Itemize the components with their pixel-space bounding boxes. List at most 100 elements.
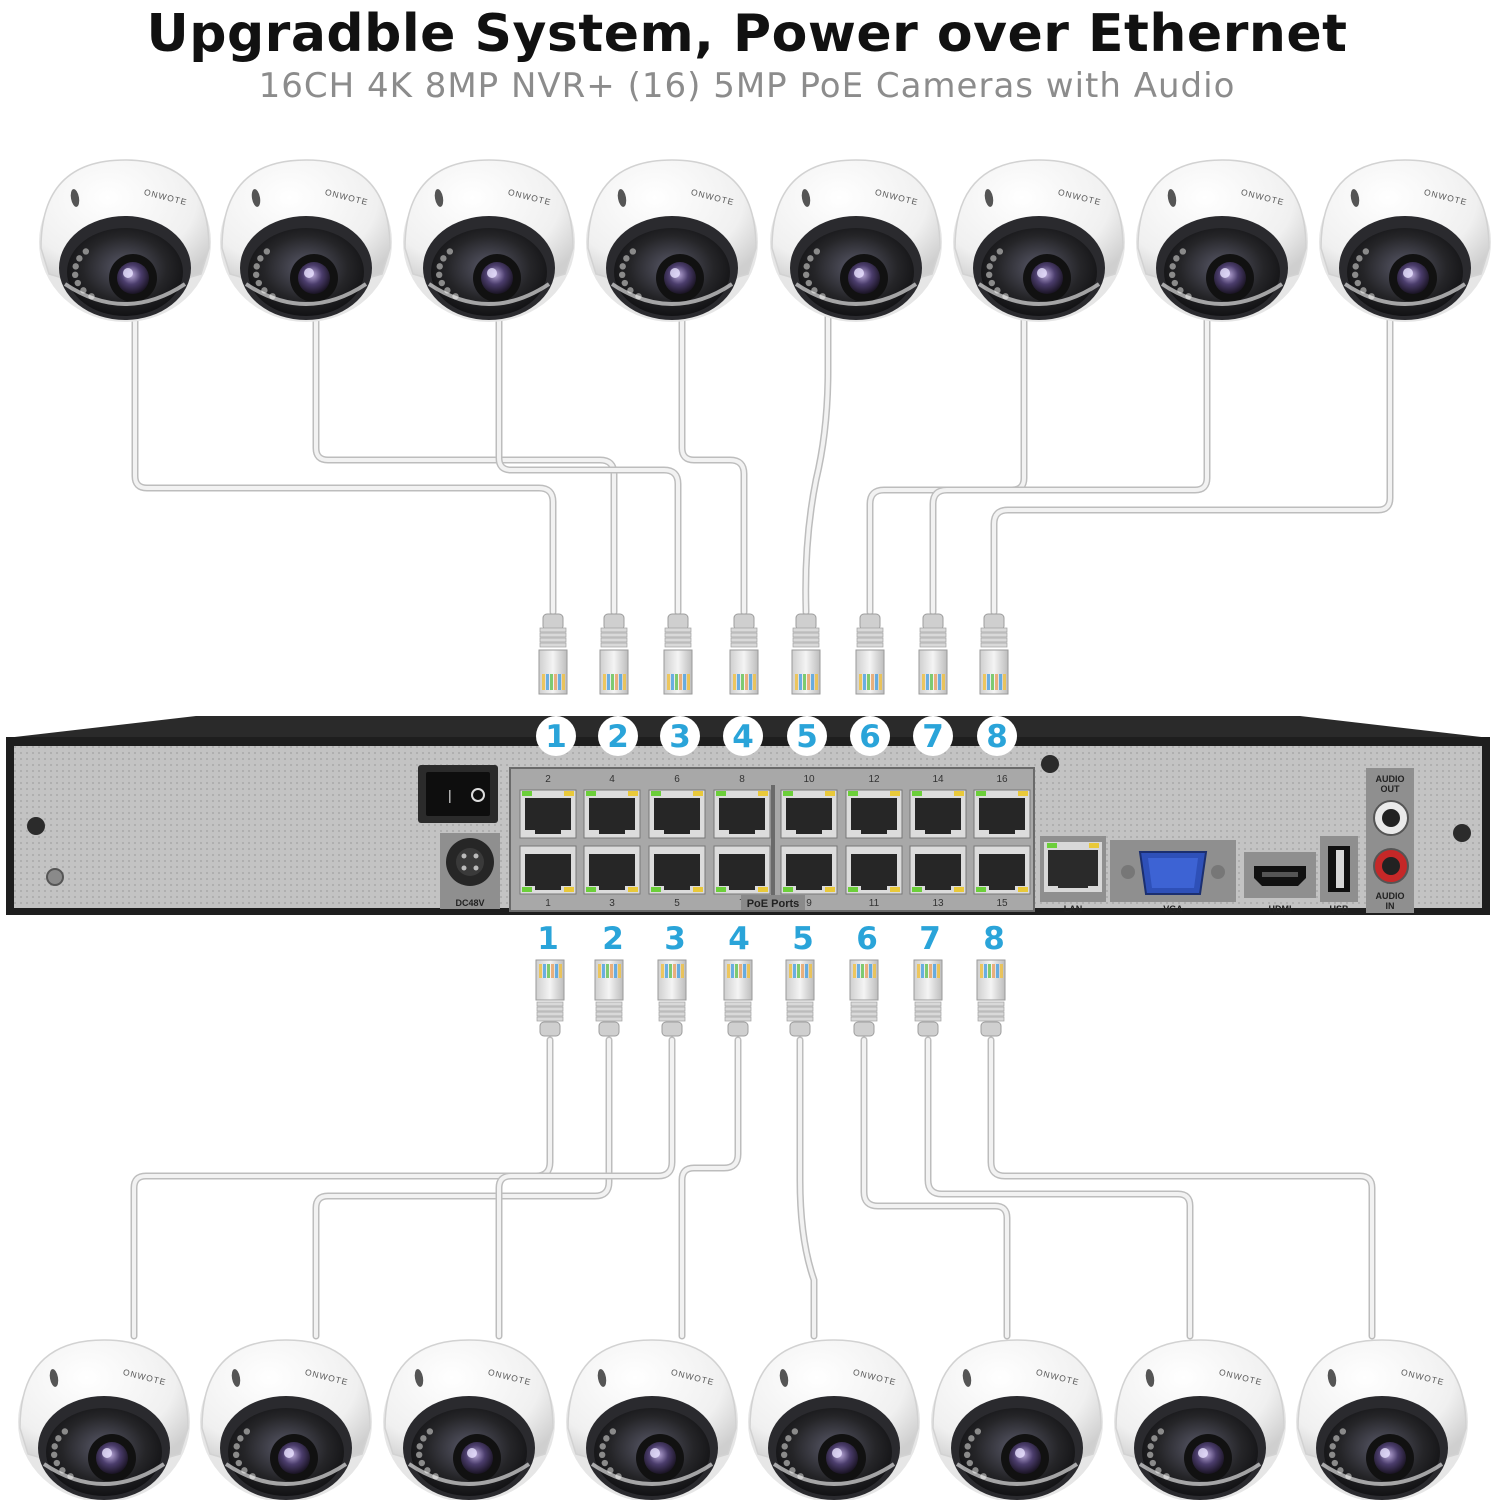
rj45-connector-top-7 [918,613,948,695]
audio-in-jack[interactable] [1373,848,1409,884]
dome-camera-top-7: ONWOTE [1136,159,1308,322]
port-badge-top-7: 7 [913,716,953,756]
port-badge-top-6: 6 [850,716,890,756]
port-badge-bottom-3: 3 [655,918,695,958]
poe-port-top-7[interactable] [909,789,967,839]
svg-text:3: 3 [664,921,686,957]
screw-icon [1453,824,1471,842]
dome-camera-bottom-3: ONWOTE [383,1339,555,1500]
dome-camera-bottom-8: ONWOTE [1296,1339,1468,1500]
svg-text:8: 8 [983,921,1005,957]
poe-port-bottom-3[interactable] [648,845,706,895]
svg-text:5: 5 [796,719,818,755]
svg-text:1: 1 [545,719,567,755]
poe-port-top-8[interactable] [973,789,1031,839]
svg-text:7: 7 [922,719,944,755]
audio-out-label-line1: AUDIO [1376,774,1405,784]
port-badge-top-3: 3 [660,716,700,756]
rj45-connector-bottom-3 [657,959,687,1037]
vga-label: VGA [1163,904,1183,914]
power-off-mark-icon [471,788,485,802]
rj45-connector-bottom-1 [535,959,565,1037]
camera-cable-top-4 [680,308,746,614]
audio-out-jack[interactable] [1373,800,1409,836]
camera-cable-bottom-1 [132,1038,552,1338]
camera-cable-bottom-5-outline [796,1036,818,1340]
svg-text:2: 2 [602,921,624,957]
vga-port[interactable] [1110,840,1236,902]
poe-port-top-4[interactable] [713,789,771,839]
dc48v-power-port[interactable] [440,833,500,909]
camera-cable-bottom-7-outline [924,1036,1194,1340]
dome-camera-bottom-4: ONWOTE [566,1339,738,1500]
camera-cable-top-1 [133,308,555,614]
camera-cable-top-7 [931,308,1209,614]
screw-icon [27,817,45,835]
svg-text:6: 6 [856,921,878,957]
camera-cable-bottom-5 [798,1038,816,1338]
poe-ports-label: PoE Ports [747,898,800,910]
camera-cable-top-6-outline [866,306,1028,616]
dome-camera-top-1: ONWOTE [39,159,211,322]
dome-camera-bottom-6: ONWOTE [931,1339,1103,1500]
dome-camera-top-2: ONWOTE [220,159,392,322]
svg-text:6: 6 [859,719,881,755]
power-switch[interactable]: | [418,765,498,823]
port-badge-bottom-6: 6 [847,918,887,958]
svg-text:8: 8 [986,719,1008,755]
camera-cable-bottom-2 [314,1038,611,1338]
poe-port-number: 1 [545,898,551,909]
dome-camera-bottom-5: ONWOTE [748,1339,920,1500]
camera-cable-top-6 [868,308,1026,614]
poe-port-bottom-7[interactable] [909,845,967,895]
svg-text:7: 7 [919,921,941,957]
poe-port-divider [771,785,775,900]
poe-port-bottom-6[interactable] [845,845,903,895]
port-badge-top-2: 2 [598,716,638,756]
camera-cable-top-2 [314,308,616,614]
poe-port-number: 13 [932,898,944,909]
camera-cable-top-5-outline [802,306,832,616]
camera-cable-bottom-8 [989,1038,1374,1338]
audio-panel [1366,768,1414,913]
poe-port-bottom-4[interactable] [713,845,771,895]
poe-port-number: 9 [806,898,812,909]
poe-port-top-5[interactable] [780,789,838,839]
poe-port-bottom-5[interactable] [780,845,838,895]
port-badge-top-8: 8 [977,716,1017,756]
poe-port-top-1[interactable] [519,789,577,839]
poe-port-number: 14 [932,774,944,785]
camera-cable-bottom-1-outline [130,1036,554,1340]
svg-text:5: 5 [792,921,814,957]
dome-camera-top-5: ONWOTE [770,159,942,322]
hdmi-label: HDMI [1269,904,1292,914]
poe-port-top-3[interactable] [648,789,706,839]
lan-port[interactable] [1040,836,1106,902]
ground-screw-icon [46,868,64,886]
poe-port-number: 16 [996,774,1008,785]
dome-camera-top-8: ONWOTE [1319,159,1491,322]
poe-port-bottom-1[interactable] [519,845,577,895]
port-badge-bottom-7: 7 [910,918,950,958]
port-badge-bottom-4: 4 [719,918,759,958]
camera-cable-bottom-4 [680,1038,740,1338]
port-badge-bottom-5: 5 [783,918,823,958]
poe-port-top-2[interactable] [583,789,641,839]
poe-port-number: 4 [609,774,615,785]
camera-cable-bottom-7 [926,1038,1192,1338]
port-badge-bottom-8: 8 [974,918,1014,958]
poe-port-bottom-2[interactable] [583,845,641,895]
usb-port[interactable] [1320,836,1358,902]
dc48v-label: DC48V [455,898,484,908]
rj45-connector-layer [535,613,1009,1037]
poe-port-bottom-8[interactable] [973,845,1031,895]
hdmi-port[interactable] [1244,852,1316,898]
dome-camera-bottom-2: ONWOTE [200,1339,372,1500]
poe-port-top-6[interactable] [845,789,903,839]
rj45-connector-top-5 [791,613,821,695]
audio-out-label-line2: OUT [1381,784,1401,794]
